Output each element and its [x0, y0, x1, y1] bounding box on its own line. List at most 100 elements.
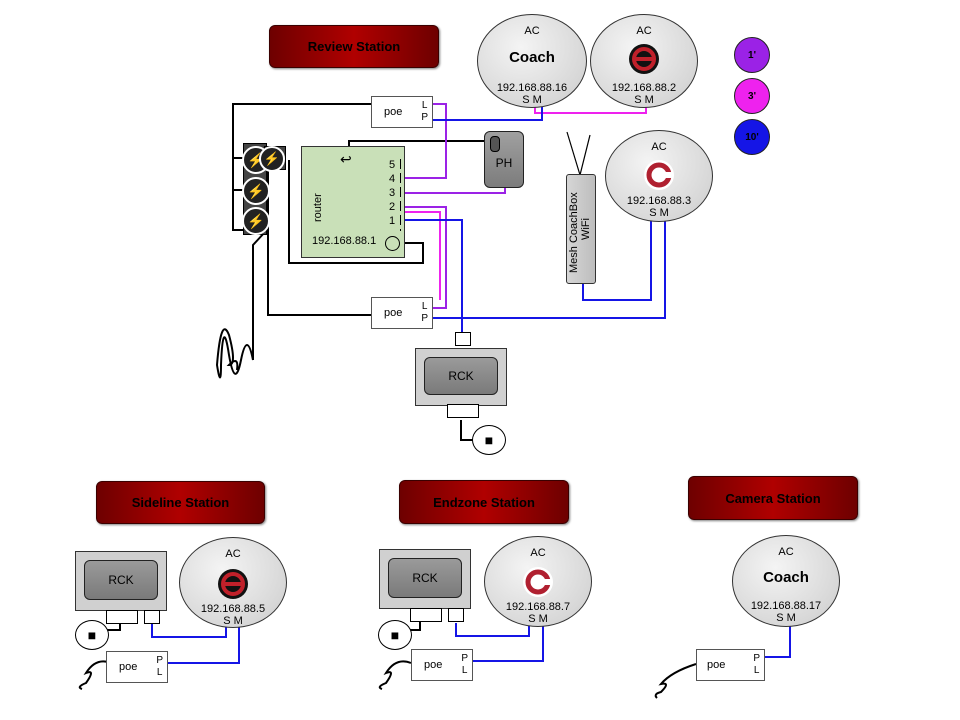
port-l: L: [421, 100, 428, 111]
ip-address: 192.168.88.3: [626, 195, 692, 207]
rck-label: RCK: [412, 571, 438, 585]
sm-ports: S M: [776, 612, 796, 624]
camera-station-title: Camera Station: [688, 476, 858, 520]
poe-label: poe: [384, 106, 403, 118]
usb-c-port-icon: [490, 136, 500, 152]
endzone-rck: RCK: [379, 549, 471, 609]
port-l: L: [753, 665, 760, 676]
port-p: P: [753, 653, 760, 664]
rck-label: RCK: [448, 369, 474, 383]
power-outlet-icon: ⚡: [242, 207, 270, 235]
purple-1ft-cables: [402, 103, 506, 309]
poe-label: poe: [119, 661, 138, 673]
review-poe-bottom: poe L P: [371, 297, 433, 329]
review-station-title: Review Station: [269, 25, 439, 68]
legend-3ft: 3': [734, 78, 770, 114]
review-poe-top: poe L P: [371, 96, 433, 128]
poe-ports: L P: [421, 100, 428, 124]
brand-logo-icon: [218, 569, 248, 599]
ip-address: 192.168.88.7: [505, 601, 571, 613]
brand-logo-icon: [629, 44, 659, 74]
poe-ports: P L: [461, 653, 468, 677]
serial-port-icon: [410, 608, 442, 622]
endzone-ac: AC 192.168.88.7 S M: [484, 536, 592, 627]
mesh-coachbox: Mesh CoachBox WiFi: [566, 174, 596, 284]
ph-label: PH: [495, 156, 513, 170]
port-l: L: [461, 665, 468, 676]
poe-ports: L P: [421, 301, 428, 325]
review-ac-logo-2: AC 192.168.88.3 S M: [605, 130, 713, 222]
ac-label: AC: [778, 546, 794, 558]
rck-screen: RCK: [424, 357, 498, 395]
sm-ports: S M: [634, 94, 654, 106]
coach-label: Coach: [509, 49, 555, 66]
port-5: 5: [389, 159, 396, 171]
coach-label: Coach: [763, 569, 809, 586]
router-ip: 192.168.88.1: [312, 235, 377, 247]
sideline-poe: poe P L: [106, 651, 168, 683]
station-power-cords: [78, 660, 697, 699]
ac-label: AC: [524, 25, 540, 37]
power-outlet-icon: ⚡: [242, 177, 270, 205]
ph-device: PH: [484, 131, 524, 188]
endzone-poe: poe P L: [411, 649, 473, 681]
legend-1ft: 1': [734, 37, 770, 73]
port-p: P: [421, 112, 428, 123]
ac-label: AC: [225, 548, 241, 560]
sideline-station-title: Sideline Station: [96, 481, 265, 524]
port-2: 2: [389, 201, 396, 213]
legend-label: 1': [748, 49, 756, 61]
legend-label: 10': [745, 131, 759, 143]
wifi-label: WiFi: [580, 218, 592, 240]
port-p: P: [461, 653, 468, 664]
serial-port-icon: [106, 610, 138, 624]
sideline-ac: AC 192.168.88.5 S M: [179, 537, 287, 628]
sm-ports: S M: [522, 94, 542, 106]
magenta-3ft-cables: [402, 106, 647, 300]
poe-ports: P L: [156, 655, 163, 679]
brand-logo-icon: [644, 160, 674, 190]
camera-icon: ■: [75, 620, 109, 650]
ethernet-port-icon: [448, 608, 464, 622]
ip-address: 192.168.88.2: [611, 82, 677, 94]
sm-ports: S M: [223, 615, 243, 627]
port-3: 3: [389, 187, 396, 199]
port-p: P: [421, 313, 428, 324]
ip-address: 192.168.88.16: [496, 82, 568, 94]
port-ticks: [400, 159, 401, 231]
usb-icon: ↩: [340, 151, 352, 167]
rck-label: RCK: [108, 573, 134, 587]
brand-logo-icon: [523, 567, 553, 597]
rck-screen: RCK: [84, 560, 158, 600]
port-l: L: [421, 301, 428, 312]
sideline-rck: RCK: [75, 551, 167, 611]
mesh-label: Mesh CoachBox: [568, 192, 580, 273]
router-label: router: [312, 193, 324, 222]
ac-label: AC: [636, 25, 652, 37]
blue-10ft-cables: [151, 106, 791, 664]
ethernet-port-icon: [144, 610, 160, 624]
poe-label: poe: [424, 659, 443, 671]
sm-ports: S M: [649, 207, 669, 219]
port-4: 4: [389, 173, 396, 185]
review-ac-coach: AC Coach 192.168.88.16 S M: [477, 14, 587, 108]
serial-port-icon: [447, 404, 479, 418]
router: ↩ router 5 4 3 2 1 192.168.88.1: [301, 146, 405, 258]
ethernet-port-icon: [455, 332, 471, 346]
poe-label: poe: [384, 307, 403, 319]
power-outlet-icon: ⚡: [259, 146, 285, 172]
camera-icon: ■: [472, 425, 506, 455]
poe-ports: P L: [753, 653, 760, 677]
ac-label: AC: [651, 141, 667, 153]
poe-label: poe: [707, 659, 726, 671]
ip-address: 192.168.88.5: [200, 603, 266, 615]
camera-poe: poe P L: [696, 649, 765, 681]
port-l: L: [156, 667, 163, 678]
camera-ac-coach: AC Coach 192.168.88.17 S M: [732, 535, 840, 627]
port-1: 1: [389, 215, 396, 227]
legend-label: 3': [748, 90, 756, 102]
camera-icon: ■: [378, 620, 412, 650]
ac-label: AC: [530, 547, 546, 559]
power-port-icon: [385, 236, 400, 251]
